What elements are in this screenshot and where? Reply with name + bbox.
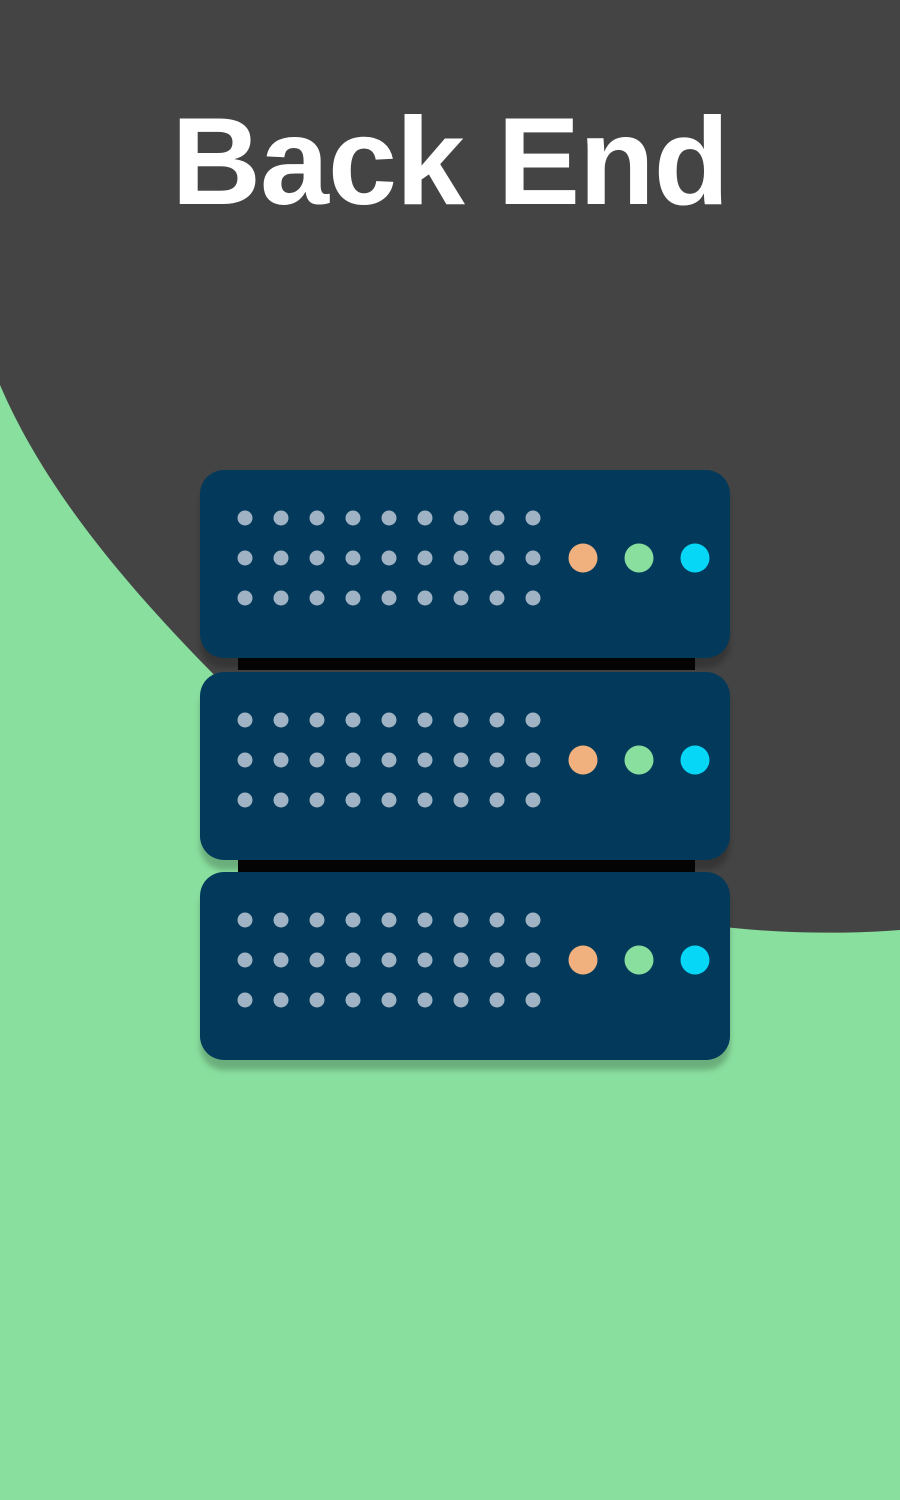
vent-dot	[453, 590, 469, 606]
vent-dot	[453, 792, 469, 808]
vent-dot	[237, 952, 253, 968]
status-led-orange	[568, 543, 598, 573]
vent-dot	[489, 992, 505, 1008]
vent-dot	[417, 712, 433, 728]
status-led-cyan	[680, 543, 710, 573]
vent-dot	[489, 550, 505, 566]
vent-dot	[345, 550, 361, 566]
vent-dot	[453, 912, 469, 928]
vent-dot	[525, 952, 541, 968]
vent-dot	[417, 590, 433, 606]
vent-dot	[489, 712, 505, 728]
vent-dot	[273, 590, 289, 606]
vent-dot	[417, 912, 433, 928]
vent-dot	[345, 952, 361, 968]
vent-dot	[345, 992, 361, 1008]
vent-dot	[237, 912, 253, 928]
vent-dot	[525, 712, 541, 728]
page-title: Back End	[171, 93, 729, 231]
vent-dot	[417, 510, 433, 526]
vent-dot	[345, 792, 361, 808]
vent-dot	[237, 510, 253, 526]
status-led-green	[624, 745, 654, 775]
vent-dot	[417, 752, 433, 768]
vent-dot	[273, 510, 289, 526]
vent-dot	[453, 510, 469, 526]
vent-dot	[273, 992, 289, 1008]
vent-dot	[345, 712, 361, 728]
vent-dot	[417, 952, 433, 968]
vent-dot	[273, 752, 289, 768]
vent-dot	[309, 752, 325, 768]
vent-dot	[525, 550, 541, 566]
vent-dot	[309, 550, 325, 566]
vent-dot	[525, 792, 541, 808]
vent-dot	[417, 792, 433, 808]
vent-dot	[489, 952, 505, 968]
status-led-orange	[568, 745, 598, 775]
vent-dot	[453, 992, 469, 1008]
vent-dot	[345, 752, 361, 768]
server-unit	[200, 470, 730, 668]
vent-dot	[237, 992, 253, 1008]
server-unit	[200, 672, 730, 870]
vent-dot	[381, 792, 397, 808]
vent-dot	[381, 952, 397, 968]
vent-dot	[237, 550, 253, 566]
vent-dot	[381, 912, 397, 928]
vent-dot	[273, 550, 289, 566]
vent-dot	[417, 992, 433, 1008]
vent-dot	[381, 590, 397, 606]
vent-dot	[309, 792, 325, 808]
vent-dot	[273, 792, 289, 808]
vent-dot	[489, 590, 505, 606]
vent-dot	[381, 752, 397, 768]
vent-dot	[345, 912, 361, 928]
status-led-cyan	[680, 945, 710, 975]
vent-dot	[309, 590, 325, 606]
vent-dot	[237, 792, 253, 808]
vent-dot	[453, 712, 469, 728]
vent-dot	[525, 992, 541, 1008]
vent-dot	[273, 712, 289, 728]
vent-dot	[417, 550, 433, 566]
vent-dot	[237, 590, 253, 606]
vent-dot	[453, 550, 469, 566]
vent-dot	[525, 590, 541, 606]
status-led-orange	[568, 945, 598, 975]
vent-dot	[489, 752, 505, 768]
vent-dot	[381, 992, 397, 1008]
vent-dot	[525, 510, 541, 526]
vent-dot	[237, 712, 253, 728]
vent-dot	[309, 912, 325, 928]
vent-dot	[381, 550, 397, 566]
vent-dot	[237, 752, 253, 768]
vent-dot	[489, 510, 505, 526]
vent-dot	[345, 510, 361, 526]
vent-dot	[345, 590, 361, 606]
vent-dot	[525, 912, 541, 928]
status-led-green	[624, 543, 654, 573]
vent-dot	[309, 510, 325, 526]
vent-dot	[273, 912, 289, 928]
status-led-green	[624, 945, 654, 975]
vent-dot	[489, 792, 505, 808]
status-led-cyan	[680, 745, 710, 775]
vent-dot	[309, 712, 325, 728]
vent-dot	[489, 912, 505, 928]
vent-dot	[453, 952, 469, 968]
vent-dot	[453, 752, 469, 768]
vent-dot	[381, 510, 397, 526]
server-unit	[200, 872, 730, 1070]
vent-dot	[309, 952, 325, 968]
vent-dot	[309, 992, 325, 1008]
vent-dot	[381, 712, 397, 728]
vent-dot	[525, 752, 541, 768]
vent-dot	[273, 952, 289, 968]
